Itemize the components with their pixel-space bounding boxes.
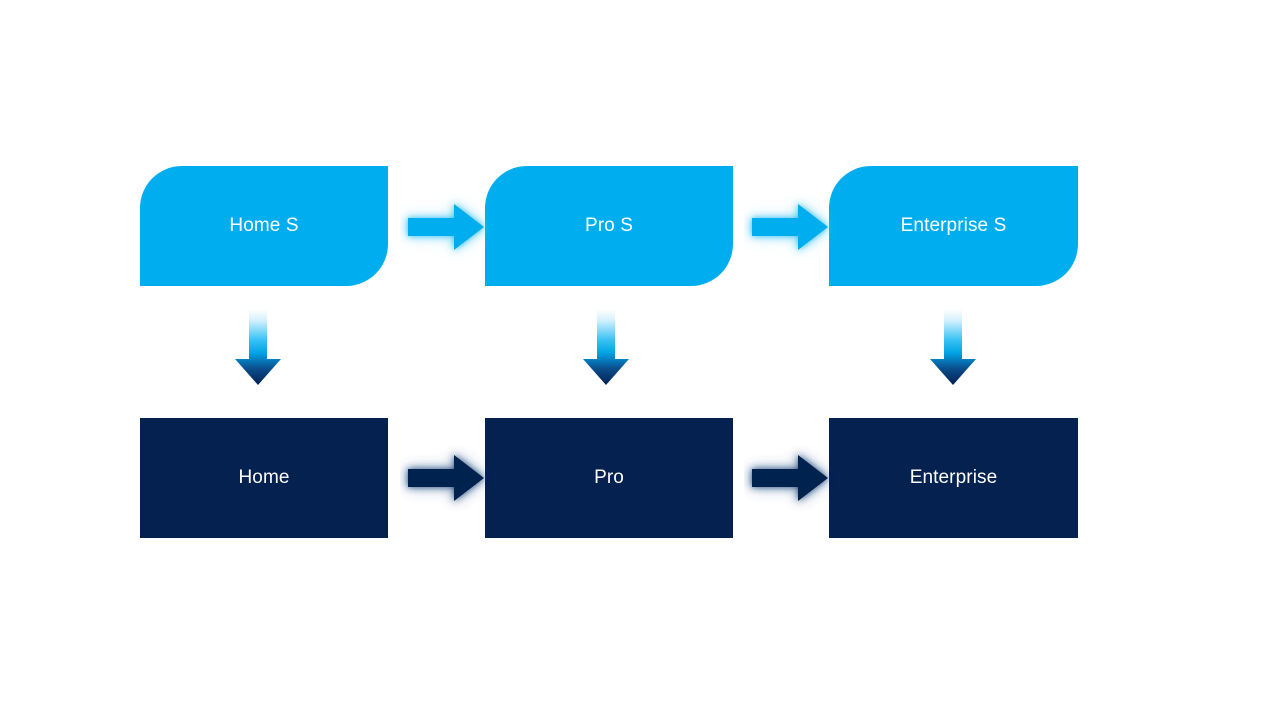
- node-label: Enterprise S: [900, 214, 1007, 236]
- arrow-pro-s-to-enterprise-s-icon: [744, 194, 836, 260]
- node-home-s[interactable]: Home S: [140, 166, 388, 286]
- arrow-pro-s-to-pro-icon: [576, 307, 636, 391]
- arrow-enterprise-s-to-enterprise-icon: [923, 307, 983, 391]
- node-enterprise-s[interactable]: Enterprise S: [829, 166, 1078, 286]
- node-label: Home S: [229, 214, 299, 236]
- node-enterprise[interactable]: Enterprise: [829, 418, 1078, 538]
- arrow-pro-to-enterprise-icon: [744, 445, 836, 511]
- arrow-home-to-pro-icon: [400, 445, 492, 511]
- node-home[interactable]: Home: [140, 418, 388, 538]
- node-label: Pro: [594, 466, 624, 488]
- node-pro-s[interactable]: Pro S: [485, 166, 733, 286]
- node-label: Pro S: [584, 214, 634, 236]
- arrow-home-s-to-home-icon: [228, 307, 288, 391]
- node-pro[interactable]: Pro: [485, 418, 733, 538]
- arrow-home-s-to-pro-s-icon: [400, 194, 492, 260]
- node-label: Home: [238, 466, 290, 488]
- node-label: Enterprise: [909, 466, 998, 488]
